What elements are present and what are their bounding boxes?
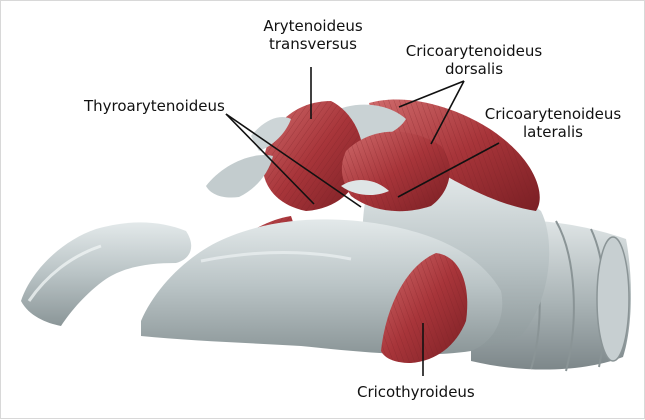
label-cricoarytenoideus-dorsalis: Cricoarytenoideus dorsalis	[394, 42, 554, 78]
label-cricoarytenoideus-dorsalis-line1: Cricoarytenoideus	[394, 42, 554, 60]
label-cricoarytenoideus-dorsalis-line2: dorsalis	[394, 60, 554, 78]
label-thyroarytenoideus: Thyroarytenoideus	[84, 97, 225, 115]
label-cricothyroideus: Cricothyroideus	[357, 383, 475, 401]
label-arytenoideus-transversus-line2: transversus	[253, 35, 373, 53]
label-cricoarytenoideus-lateralis-line1: Cricoarytenoideus	[473, 105, 633, 123]
label-cricoarytenoideus-lateralis-line2: lateralis	[473, 123, 633, 141]
label-arytenoideus-transversus: Arytenoideus transversus	[253, 17, 373, 53]
label-cricoarytenoideus-lateralis: Cricoarytenoideus lateralis	[473, 105, 633, 141]
epiglottis	[206, 155, 273, 197]
label-arytenoideus-transversus-line1: Arytenoideus	[253, 17, 373, 35]
leader-cricoarytenoideus-dorsalis-a	[399, 81, 464, 107]
